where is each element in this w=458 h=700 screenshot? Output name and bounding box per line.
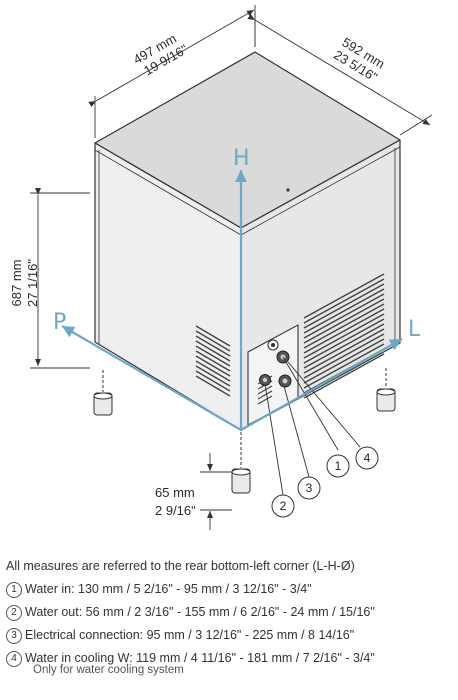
axis-label-l: L (408, 317, 421, 342)
leg-dimension (200, 453, 232, 530)
depth-dimension (247, 12, 433, 136)
callout-4: 4 (355, 446, 379, 470)
leg-in: 2 9/16" (155, 503, 196, 518)
svg-text:1: 1 (335, 459, 342, 473)
height-mm: 687 mm (9, 260, 24, 307)
top-screw (286, 188, 290, 192)
foot-front (231, 432, 251, 494)
height-dimension (30, 188, 90, 369)
connection-panel (247, 324, 299, 426)
axis-label-p: P (53, 310, 66, 335)
water-in-cooling-fitting (278, 374, 292, 388)
note-footnote: Only for water cooling system (33, 664, 184, 676)
note-number-1: 1 (6, 582, 22, 598)
note-text-4: Water in cooling W: 119 mm / 4 11/16" - … (25, 651, 375, 665)
svg-text:2: 2 (280, 499, 287, 513)
note-text-1: Water in: 130 mm / 5 2/16" - 95 mm / 3 1… (25, 582, 312, 596)
callout-2: 2 (271, 494, 295, 518)
axis-p (61, 325, 242, 431)
foot-right (376, 368, 396, 412)
reference-axes (61, 170, 403, 431)
water-out-fitting (259, 374, 271, 386)
svg-text:4: 4 (364, 451, 371, 465)
callout-3: 3 (297, 476, 321, 500)
callout-1: 1 (326, 454, 350, 478)
left-vent-grille (195, 325, 231, 397)
axis-l (240, 338, 403, 431)
height-in: 27 1/16" (25, 259, 40, 307)
note-text-2: Water out: 56 mm / 2 3/16" - 155 mm / 6 … (25, 605, 375, 619)
note-number-2: 2 (6, 605, 22, 621)
machine-dimension-drawing: 1 4 3 2 H P L 497 mm 19 9/16" 592 mm 23 … (9, 5, 433, 530)
note-number-3: 3 (6, 628, 22, 644)
note-number-4: 4 (6, 651, 22, 667)
svg-text:3: 3 (306, 481, 313, 495)
notes-section: All measures are referred to the rear bo… (6, 555, 454, 676)
leg-mm: 65 mm (155, 485, 195, 500)
foot-left (93, 370, 113, 416)
notes-intro: All measures are referred to the rear bo… (6, 559, 355, 573)
axis-label-h: H (233, 146, 250, 171)
callout-leaders (264, 356, 361, 496)
note-text-3: Electrical connection: 95 mm / 3 12/16" … (25, 628, 355, 642)
